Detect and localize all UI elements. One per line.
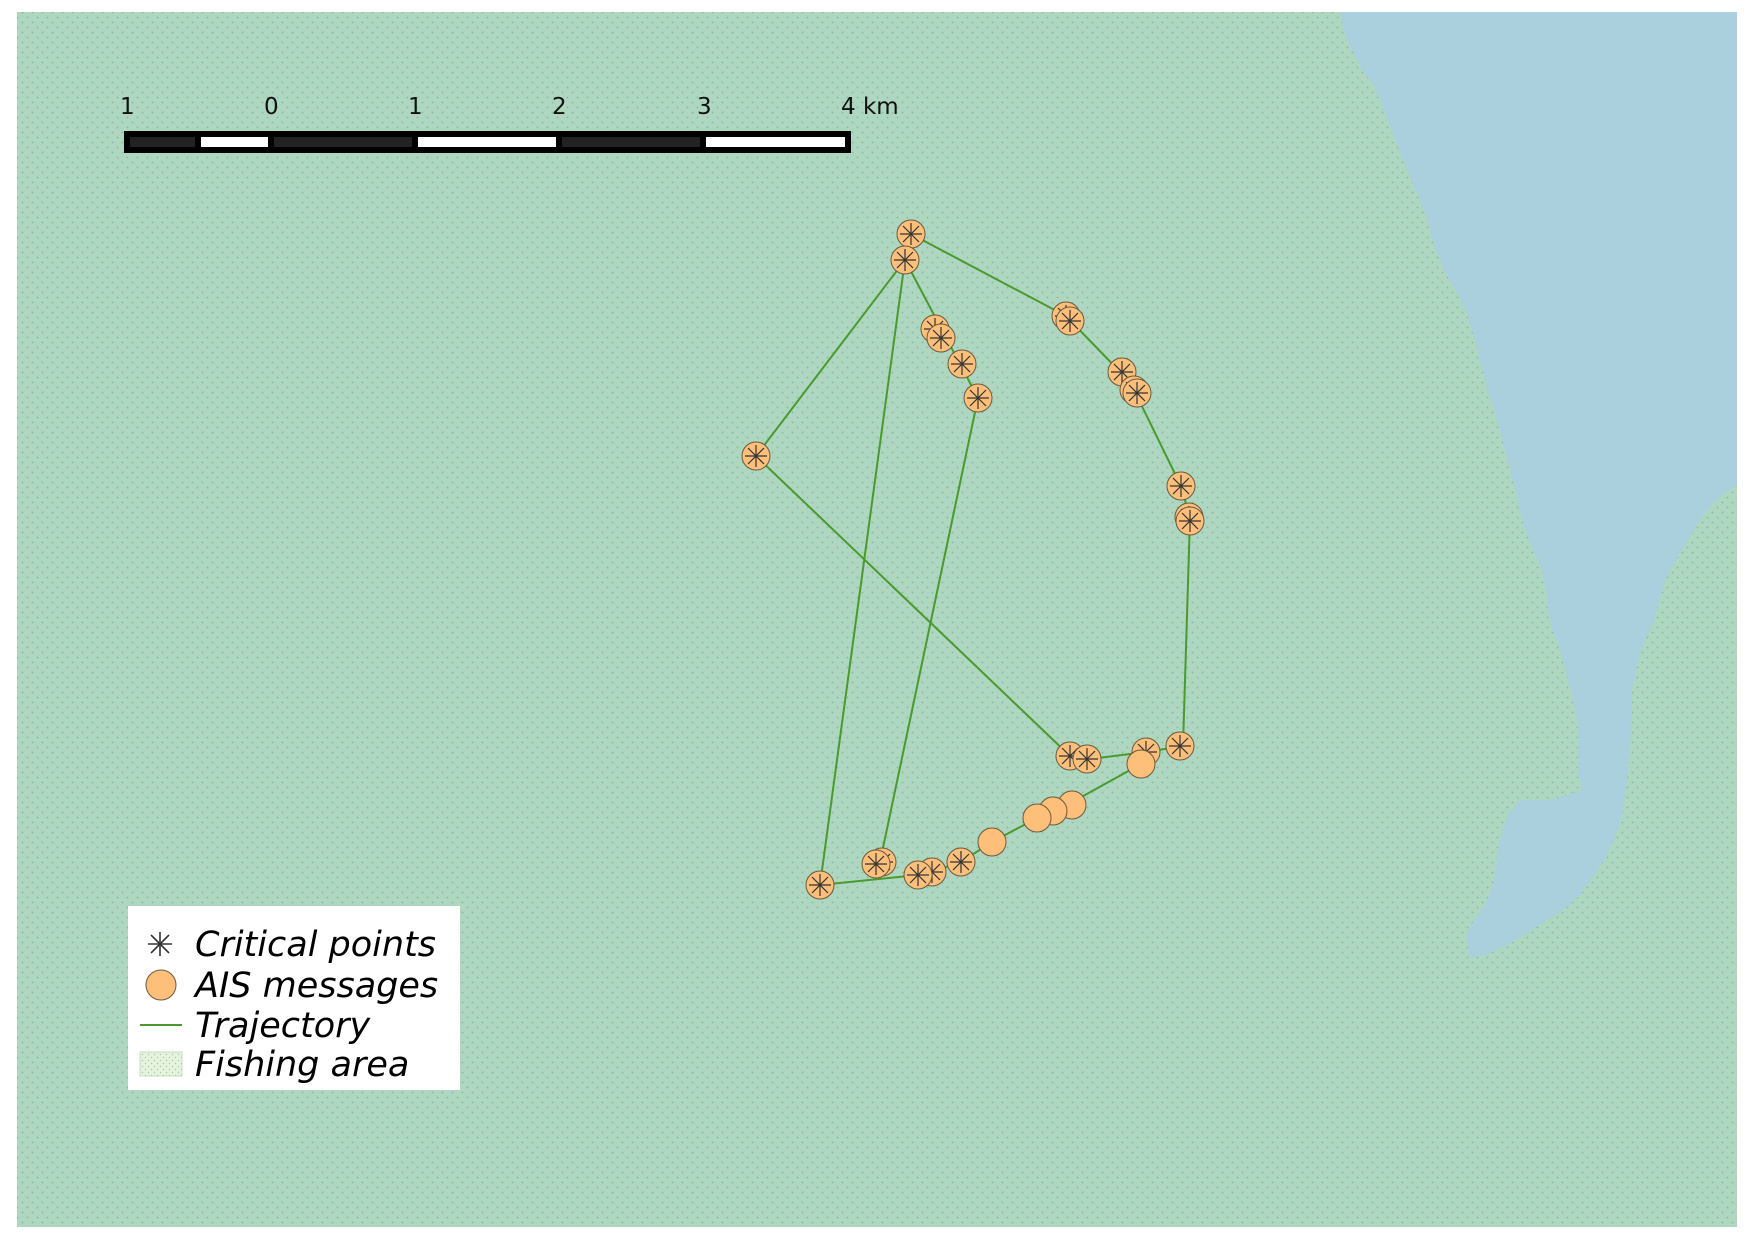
scale-label-1: 1 — [120, 94, 135, 120]
scale-label-3: 1 — [408, 94, 423, 120]
ais-message-icon — [145, 969, 177, 1001]
scale-bar: 1 0 1 2 3 4 km — [120, 94, 899, 153]
critical-point-marker — [907, 864, 929, 886]
scale-label-6: 4 km — [841, 94, 899, 120]
critical-point-marker — [900, 223, 922, 245]
fishing-area-icon — [139, 1051, 183, 1077]
scale-label-4: 2 — [552, 94, 567, 120]
ais-message-point — [1126, 749, 1156, 779]
scale-label-5: 3 — [697, 94, 712, 120]
ais-message-point — [1022, 803, 1052, 833]
legend-trajectory: Trajectory — [195, 1006, 372, 1046]
critical-point-marker — [809, 874, 831, 896]
ais-messages — [741, 219, 1205, 900]
critical-point-marker — [1126, 382, 1148, 404]
critical-point-marker — [1170, 475, 1192, 497]
water-body — [1340, 12, 1737, 958]
critical-point-marker — [1179, 510, 1201, 532]
legend-fishing-area: Fishing area — [195, 1045, 409, 1085]
critical-point-marker — [894, 249, 916, 271]
critical-point-icon — [148, 932, 172, 956]
critical-point-marker — [745, 445, 767, 467]
critical-point-marker — [1059, 310, 1081, 332]
legend-critical-points: Critical points — [195, 925, 436, 965]
legend-ais-messages: AIS messages — [193, 966, 438, 1006]
critical-point-marker — [951, 353, 973, 375]
critical-point-marker — [950, 851, 972, 873]
critical-point-marker — [1169, 735, 1191, 757]
critical-point-marker — [865, 853, 887, 875]
critical-point-marker — [967, 387, 989, 409]
critical-point-marker — [930, 327, 952, 349]
critical-point-marker — [1076, 748, 1098, 770]
scale-label-2: 0 — [264, 94, 279, 120]
legend: Critical points AIS messages Trajectory … — [128, 906, 460, 1090]
ais-message-point — [977, 827, 1007, 857]
